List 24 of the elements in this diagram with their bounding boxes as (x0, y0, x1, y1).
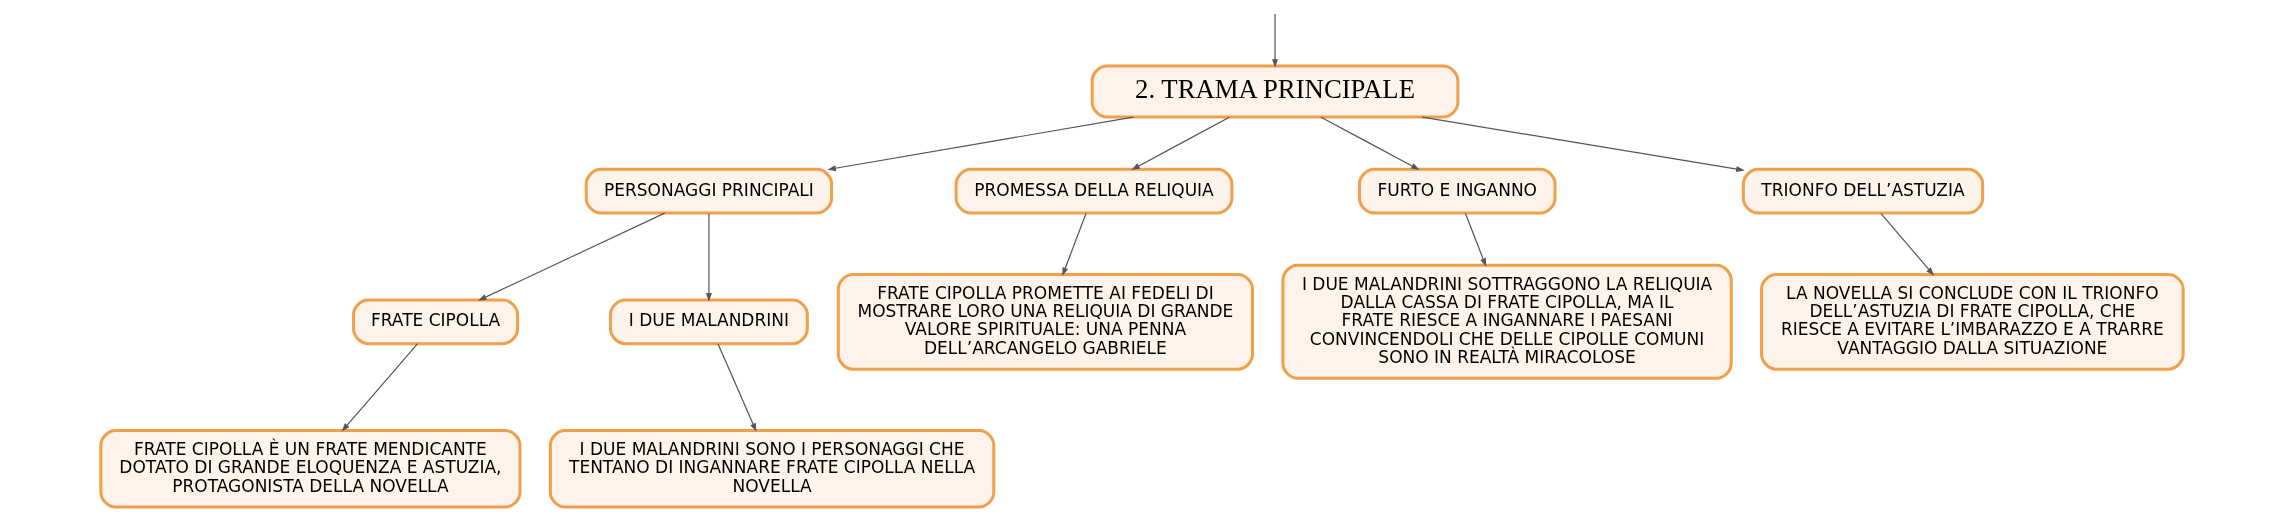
node-box: I DUE MALANDRINI SOTTRAGGONO LA RELIQUIA DALLA CASSA DI FRATE CIPOLLA, MA IL FRATE RIESCE A INGANNARE I PAESANI CONVINCENDOLI CHE DELLE CIPOLLE COMUNI SONO IN REALTÀ MIRACOLOSE (1281, 263, 1733, 380)
node-box: 2. TRAMA PRINCIPALE (1090, 64, 1460, 119)
arrow (1131, 116, 1230, 170)
node-box: PROMESSA DELLA RELIQUIA (954, 167, 1234, 215)
node-box: FRATE CIPOLLA È UN FRATE MENDICANTE DOTATO DI GRANDE ELOQUENZA E ASTUZIA, PROTAGONISTA DELLA NOVELLA (99, 429, 522, 509)
arrow (1464, 212, 1487, 267)
node-box: I DUE MALANDRINI SONO I PERSONAGGI CHE TENTANO DI INGANNARE FRATE CIPOLLA NELLA NOVELLA (548, 429, 996, 509)
arrow (1062, 212, 1087, 277)
arrow (827, 116, 1134, 172)
arrow (341, 343, 419, 432)
node-box: FRATE CIPOLLA PROMETTE AI FEDELI DI MOSTRARE LORO UNA RELIQUIA DI GRANDE VALORE SPIRITUALE: UNA PENNA DELL’ARCANGELO GABRIELE (836, 272, 1255, 371)
node-box: PERSONAGGI PRINCIPALI (584, 167, 834, 215)
arrow (705, 212, 712, 302)
arrow (1320, 116, 1420, 170)
node-box: TRIONFO DELL’ASTUZIA (1741, 167, 1985, 215)
arrow (1272, 13, 1278, 68)
arrow (478, 212, 666, 301)
arrow (1880, 212, 1935, 276)
node-box: FRATE CIPOLLA (352, 298, 520, 346)
node-box: I DUE MALANDRINI (609, 298, 809, 346)
node-box: LA NOVELLA SI CONCLUDE CON IL TRIONFO DELL’ASTUZIA DI FRATE CIPOLLA, CHE RIESCE A EVITARE L’IMBARAZZO E A TRARRE VANTAGGIO DALLA SITUAZIONE (1760, 272, 2185, 371)
node-box: FURTO E INGANNO (1357, 167, 1557, 215)
arrow (1421, 116, 1745, 172)
arrow (717, 343, 757, 432)
